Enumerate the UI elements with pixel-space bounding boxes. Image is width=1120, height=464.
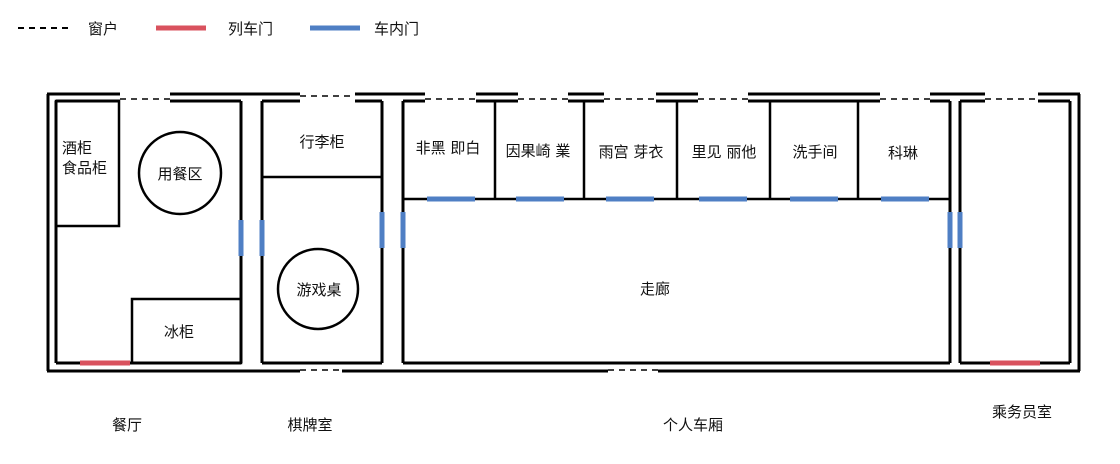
freezer-label: 冰柜 xyxy=(164,323,194,341)
inner-doors xyxy=(238,196,963,256)
section-private-car: 个人车厢 xyxy=(663,416,723,434)
dining-area xyxy=(137,130,223,216)
compartment-1-label: 非黑 即白 xyxy=(416,139,481,157)
section-dining-car: 餐厅 xyxy=(112,416,142,434)
private-car xyxy=(403,101,950,201)
legend-train-door-label: 列车门 xyxy=(228,20,273,38)
windows xyxy=(120,95,1038,371)
legend: 窗户 列车门 车内门 xyxy=(18,20,419,38)
wine-cabinet xyxy=(54,99,121,228)
game-table xyxy=(276,247,360,331)
compartment-5-label: 洗手间 xyxy=(792,143,837,161)
freezer xyxy=(130,297,243,365)
card-room xyxy=(262,175,382,331)
legend-inner-door-label: 车内门 xyxy=(374,20,419,38)
luggage-cabinet-label: 行李柜 xyxy=(299,133,344,151)
compartment-6-label: 科琳 xyxy=(888,144,918,162)
section-card-room: 棋牌室 xyxy=(287,416,332,434)
corridor-label: 走廊 xyxy=(640,280,670,298)
game-table-label: 游戏桌 xyxy=(296,281,341,299)
compartment-2-label: 因果崎 業 xyxy=(506,142,571,160)
legend-window-label: 窗户 xyxy=(88,20,118,38)
compartment-3-label: 雨宫 芽衣 xyxy=(599,143,664,161)
wine-cabinet-label-1: 酒柜 xyxy=(62,139,92,157)
wine-cabinet-label-2: 食品柜 xyxy=(62,159,107,177)
section-crew-room: 乘务员室 xyxy=(992,403,1052,421)
dining-area-label: 用餐区 xyxy=(157,165,202,183)
dining-car xyxy=(54,99,243,365)
outer-walls xyxy=(46,92,1081,373)
compartment-4-label: 里见 丽他 xyxy=(692,143,757,161)
